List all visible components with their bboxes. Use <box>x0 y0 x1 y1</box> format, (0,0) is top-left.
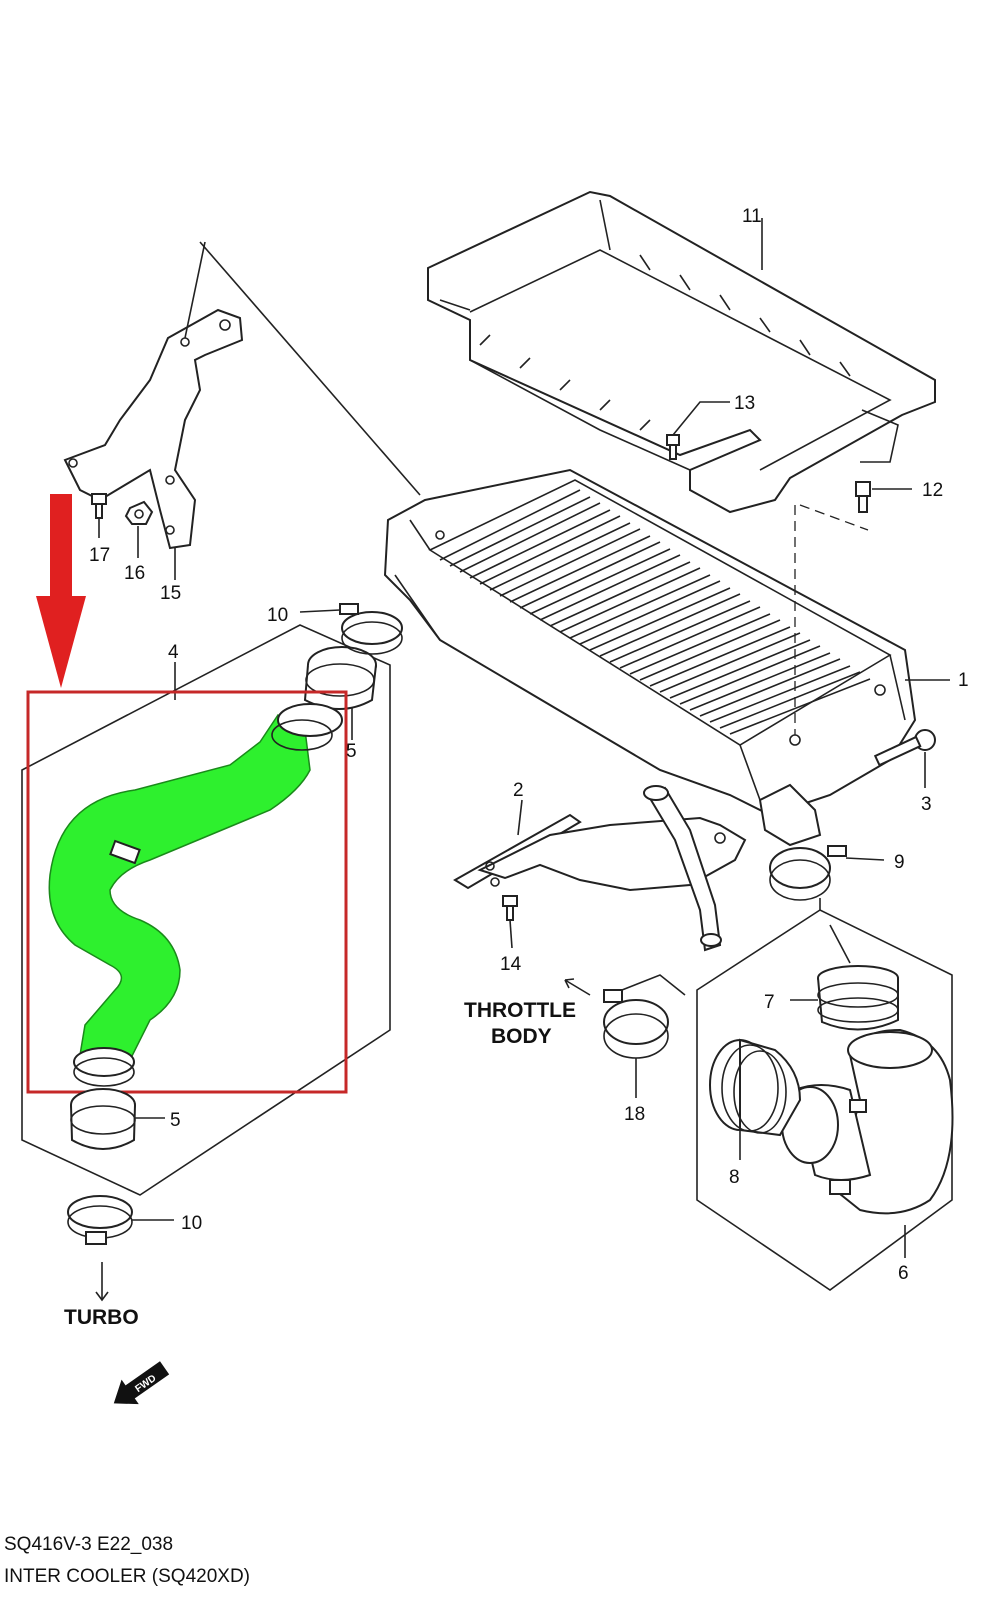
clamp-10-upper <box>299 603 403 655</box>
diagram-code: SQ416V-3 E22_038 <box>4 1534 174 1555</box>
highlighted-charge-hose <box>48 703 343 1087</box>
callout-4: 4 <box>168 642 179 663</box>
callout-15: 15 <box>160 583 181 604</box>
sleeve-5-lower <box>70 1088 165 1150</box>
callout-1: 1 <box>958 670 969 691</box>
bracket-part <box>63 241 244 580</box>
fwd-arrow-icon: FWD <box>113 1361 170 1405</box>
clamp-9 <box>769 845 885 901</box>
diagram-title: INTER COOLER (SQ420XD) <box>4 1566 250 1587</box>
callout-7: 7 <box>764 992 775 1013</box>
callout-10-lower: 10 <box>181 1213 202 1234</box>
callout-18: 18 <box>624 1104 645 1125</box>
callout-5-lower: 5 <box>170 1110 181 1131</box>
cover-shroud-part <box>427 190 936 514</box>
callout-13: 13 <box>734 393 755 414</box>
bolt-3 <box>873 729 936 788</box>
callout-3: 3 <box>921 794 932 815</box>
clamp-10-lower <box>67 1195 174 1245</box>
turbo-label: TURBO <box>64 1306 139 1329</box>
callout-16: 16 <box>124 563 145 584</box>
highlight-frame <box>26 690 348 1094</box>
pipe-assembly-group <box>696 898 954 1291</box>
clamp-18 <box>603 974 686 1098</box>
callout-17: 17 <box>89 545 110 566</box>
callout-5-upper: 5 <box>346 741 357 762</box>
bolt-14 <box>502 895 518 949</box>
red-down-arrow-icon <box>36 494 86 688</box>
throttle-body-label-line2: BODY <box>491 1025 552 1048</box>
nut-16 <box>124 500 154 558</box>
sleeve-5-upper <box>303 646 377 710</box>
callout-6: 6 <box>898 1263 909 1284</box>
throttle-arrow-icon <box>564 978 591 996</box>
callout-14: 14 <box>500 954 522 975</box>
callout-11: 11 <box>742 206 762 227</box>
turbo-arrow-icon <box>95 1262 109 1302</box>
callout-9: 9 <box>894 852 905 873</box>
throttle-body-label-line1: THROTTLE <box>464 999 576 1022</box>
bolt-13 <box>666 401 730 460</box>
callout-10-upper: 10 <box>267 605 288 626</box>
callout-12: 12 <box>922 480 943 501</box>
callout-8: 8 <box>729 1167 740 1188</box>
callout-2: 2 <box>513 780 524 801</box>
bolt-17 <box>91 493 107 538</box>
bolt-12 <box>855 481 912 513</box>
intercooler-core-part <box>383 468 917 847</box>
bracket-2-part <box>453 785 747 952</box>
